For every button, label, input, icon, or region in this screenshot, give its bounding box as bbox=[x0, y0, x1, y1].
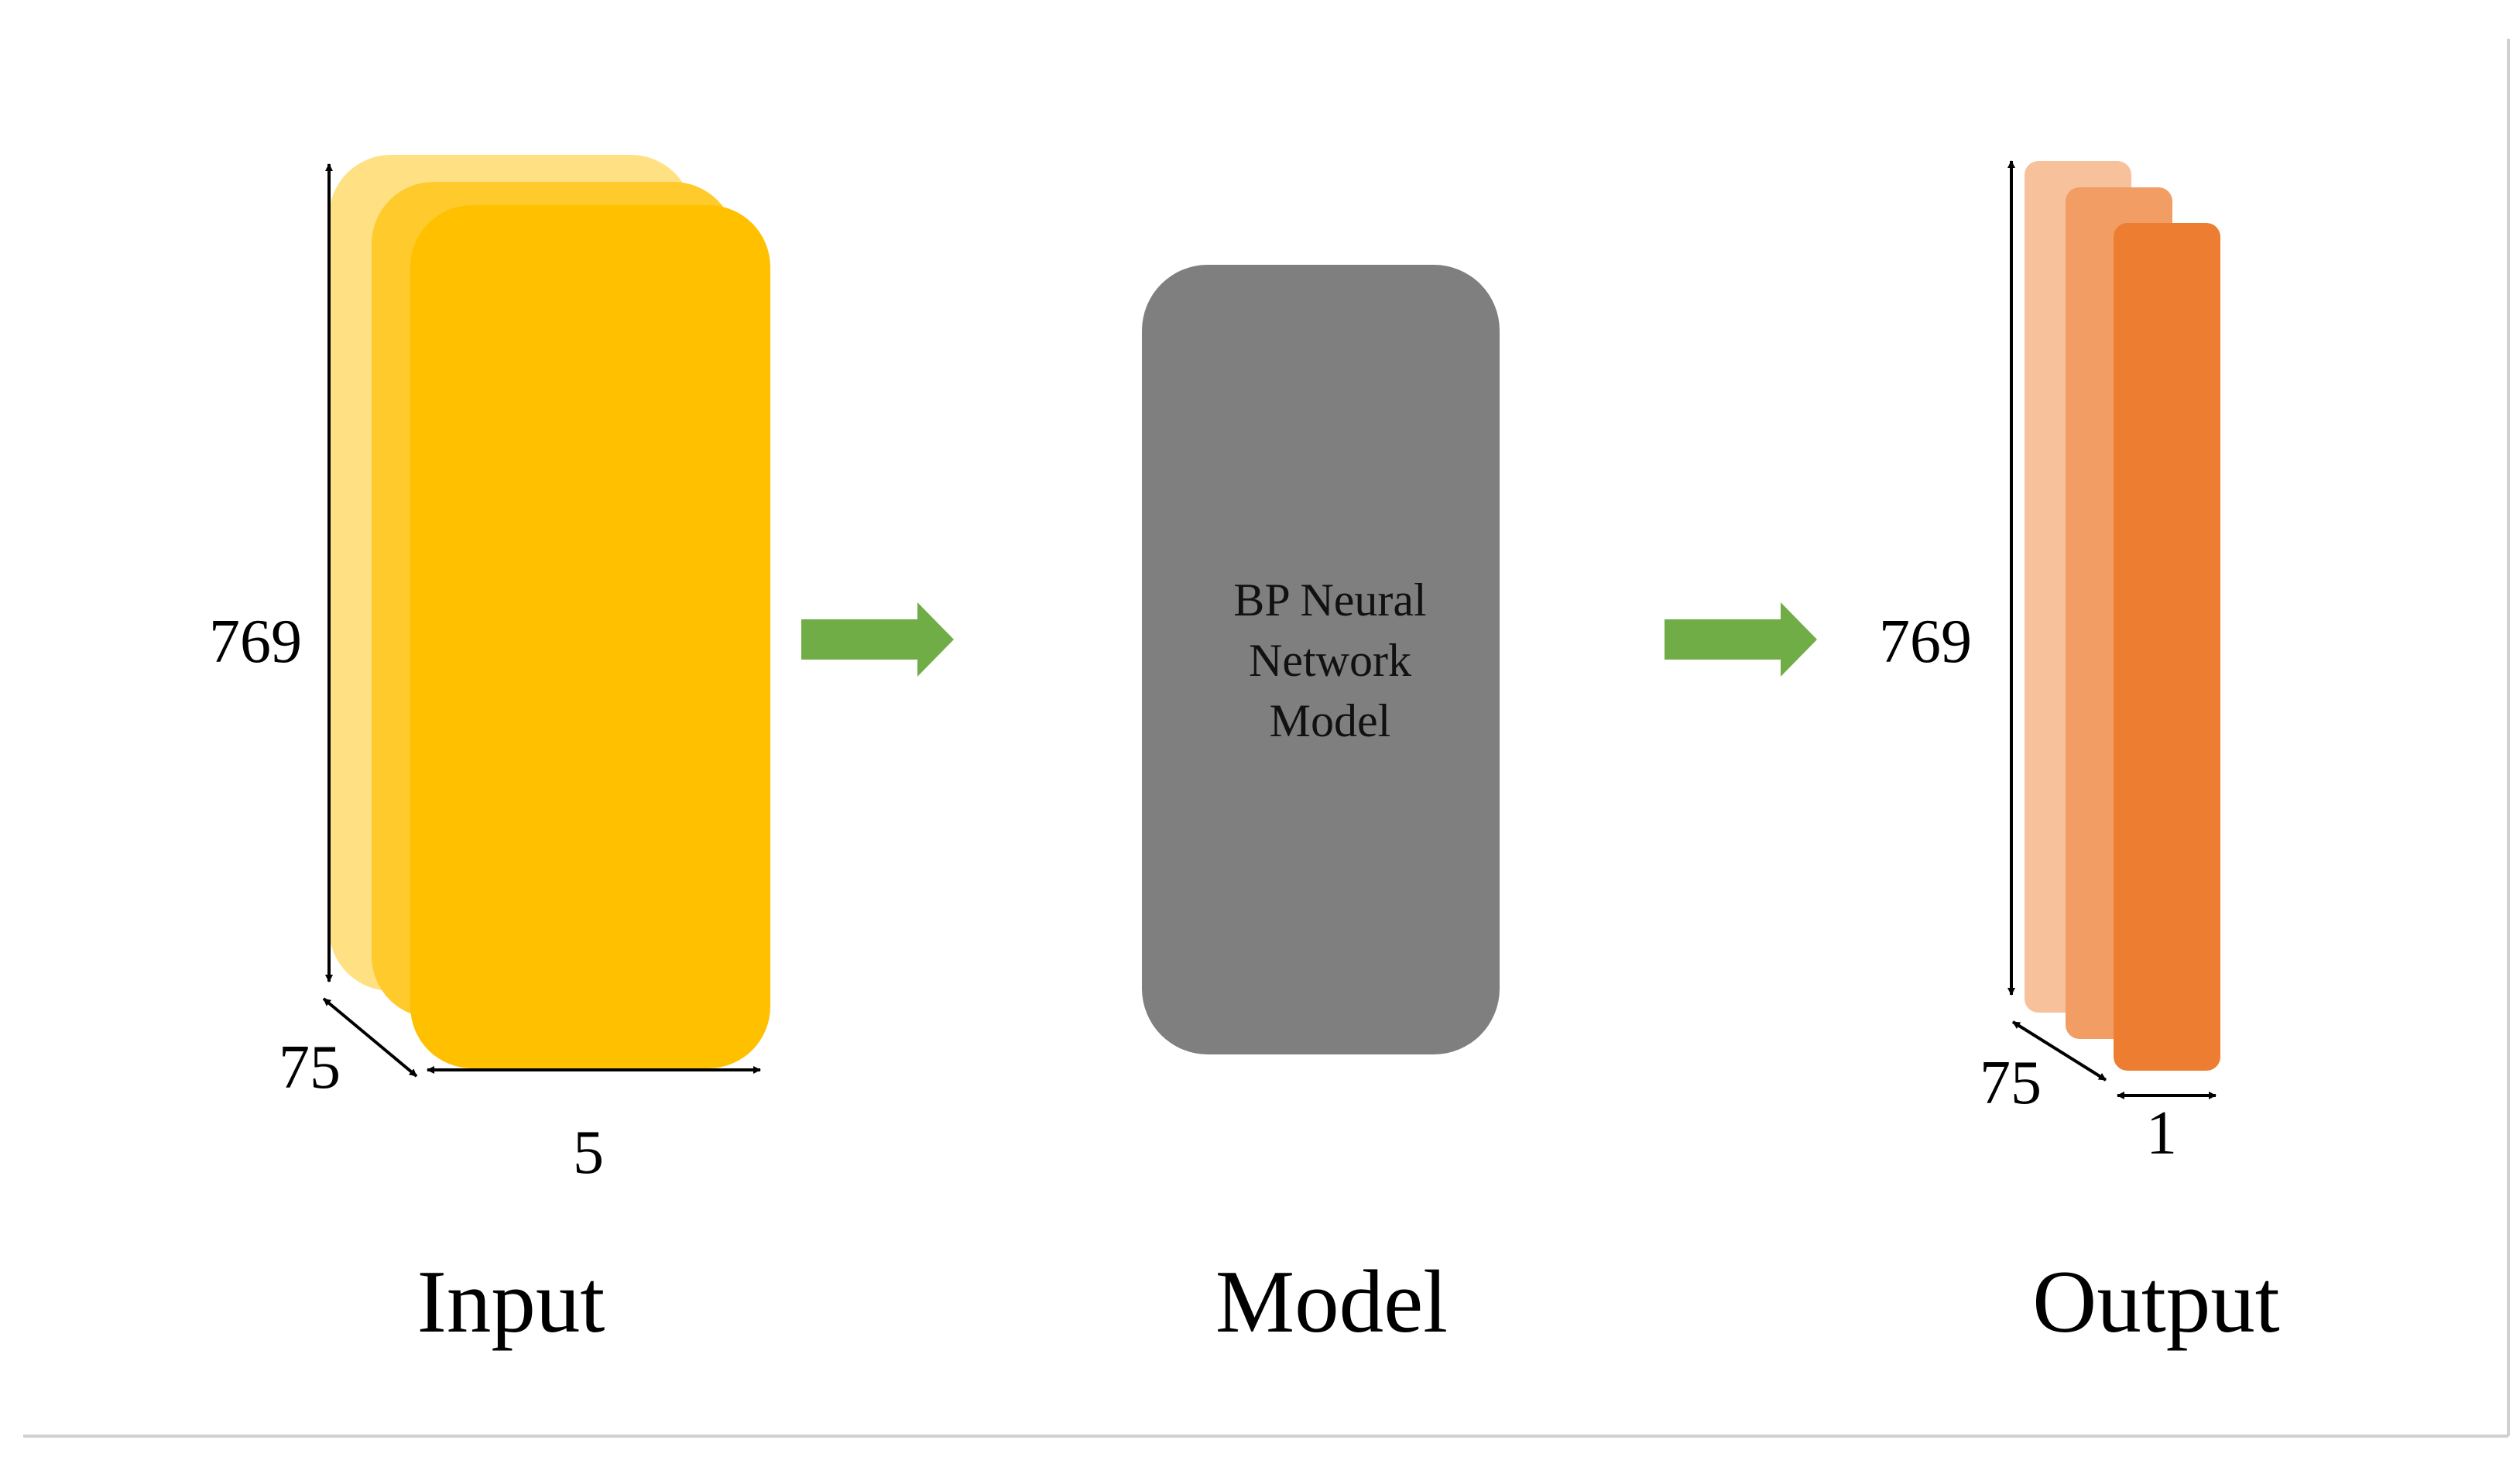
output-height-label: 769 bbox=[1879, 608, 1972, 676]
model-box bbox=[1142, 265, 1500, 1054]
input-depth-label: 75 bbox=[279, 1034, 341, 1102]
input-width-label: 5 bbox=[573, 1119, 604, 1187]
output-depth-dimension-arrow bbox=[2011, 1020, 2107, 1082]
input-stack bbox=[329, 155, 770, 1068]
output-stack bbox=[2025, 161, 2220, 1071]
input-caption: Input bbox=[417, 1253, 605, 1351]
input-height-label: 769 bbox=[209, 608, 302, 676]
model-box-line-1: BP Neural bbox=[1233, 574, 1426, 626]
input-depth-dimension-arrow bbox=[322, 997, 418, 1078]
input-layer-front bbox=[410, 205, 770, 1068]
output-width-label: 1 bbox=[2146, 1099, 2177, 1167]
output-layer-front bbox=[2114, 223, 2220, 1071]
model-box-line-2: Network bbox=[1249, 635, 1411, 686]
model-to-output-arrow bbox=[1665, 602, 1817, 677]
model-caption: Model bbox=[1215, 1253, 1448, 1351]
model-box-line-3: Model bbox=[1270, 695, 1391, 746]
output-caption: Output bbox=[2032, 1253, 2280, 1351]
input-to-model-arrow bbox=[801, 602, 954, 677]
output-depth-label: 75 bbox=[1980, 1049, 2042, 1117]
